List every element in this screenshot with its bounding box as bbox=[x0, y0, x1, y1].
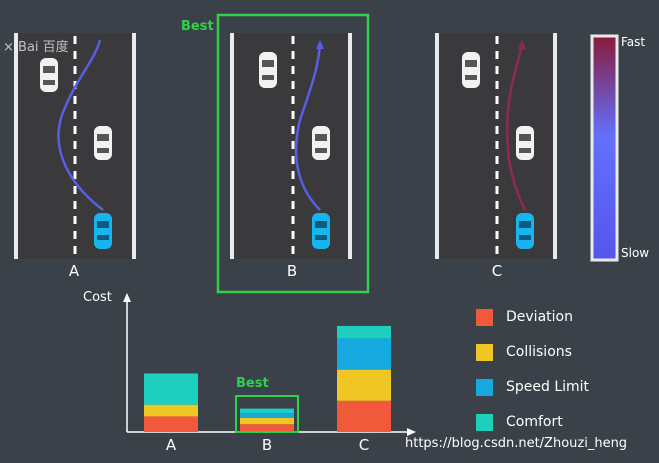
cost-axis-label: Cost bbox=[83, 290, 112, 305]
legend-swatch bbox=[476, 378, 493, 396]
car-icon bbox=[516, 126, 534, 160]
car-icon bbox=[40, 58, 58, 92]
csdn-watermark: https://blog.csdn.net/Zhouzi_heng bbox=[405, 436, 628, 451]
best-label: Best bbox=[181, 19, 214, 34]
bar-b-speed-limit bbox=[240, 413, 294, 418]
best-bar-highlight bbox=[235, 395, 299, 433]
road-a bbox=[14, 33, 136, 259]
car-icon bbox=[94, 126, 112, 160]
legend-label: Collisions bbox=[506, 344, 572, 360]
legend-speed-limit: Speed Limit bbox=[476, 377, 589, 397]
bar-a-deviation bbox=[144, 416, 198, 432]
bar-c-comfort bbox=[337, 325, 391, 339]
car-icon bbox=[259, 52, 277, 88]
cost-bars bbox=[144, 325, 391, 432]
chart-category-b: B bbox=[261, 436, 273, 454]
ego-car-icon bbox=[516, 213, 534, 249]
speed-slow-label: Slow bbox=[621, 246, 650, 260]
scenario-label-a: A bbox=[68, 262, 80, 280]
car-icon bbox=[312, 126, 330, 160]
best-highlight-box bbox=[216, 13, 370, 294]
trajectory-b bbox=[294, 43, 322, 211]
legend-label: Speed Limit bbox=[506, 379, 590, 395]
legend-label: Comfort bbox=[506, 414, 563, 430]
bar-c-deviation bbox=[337, 400, 391, 432]
speed-fast-label: Fast bbox=[621, 35, 646, 49]
bar-c-speed-limit bbox=[337, 338, 391, 370]
bar-b-deviation bbox=[240, 424, 294, 432]
road-c bbox=[435, 33, 557, 259]
legend-swatch bbox=[476, 343, 493, 361]
legend-swatch bbox=[476, 308, 493, 326]
legend-swatch bbox=[476, 413, 493, 431]
chart-best-label: Best bbox=[236, 376, 269, 391]
trajectory-c bbox=[505, 44, 527, 211]
bar-c-collisions bbox=[337, 369, 391, 401]
bar-a-collisions bbox=[144, 404, 198, 417]
speed-scale-bar bbox=[590, 34, 619, 262]
legend-deviation: Deviation bbox=[476, 307, 573, 327]
car-icon bbox=[462, 52, 480, 88]
legend-collisions: Collisions bbox=[476, 342, 572, 362]
legend-comfort: Comfort bbox=[476, 412, 563, 432]
trajectory-a bbox=[57, 39, 104, 211]
legend-label: Deviation bbox=[506, 309, 573, 325]
bar-a-comfort bbox=[144, 373, 198, 405]
chart-category-a: A bbox=[165, 436, 177, 454]
bar-b-collisions bbox=[240, 417, 294, 425]
scenario-label-b: B bbox=[286, 262, 298, 280]
baidu-watermark: × Bai 百度 bbox=[3, 40, 69, 55]
chart-category-c: C bbox=[358, 436, 370, 454]
bar-b-comfort bbox=[240, 408, 294, 414]
road-b bbox=[230, 33, 352, 259]
ego-car-icon bbox=[94, 213, 112, 249]
scenario-label-c: C bbox=[491, 262, 503, 280]
ego-car-icon bbox=[312, 213, 330, 249]
